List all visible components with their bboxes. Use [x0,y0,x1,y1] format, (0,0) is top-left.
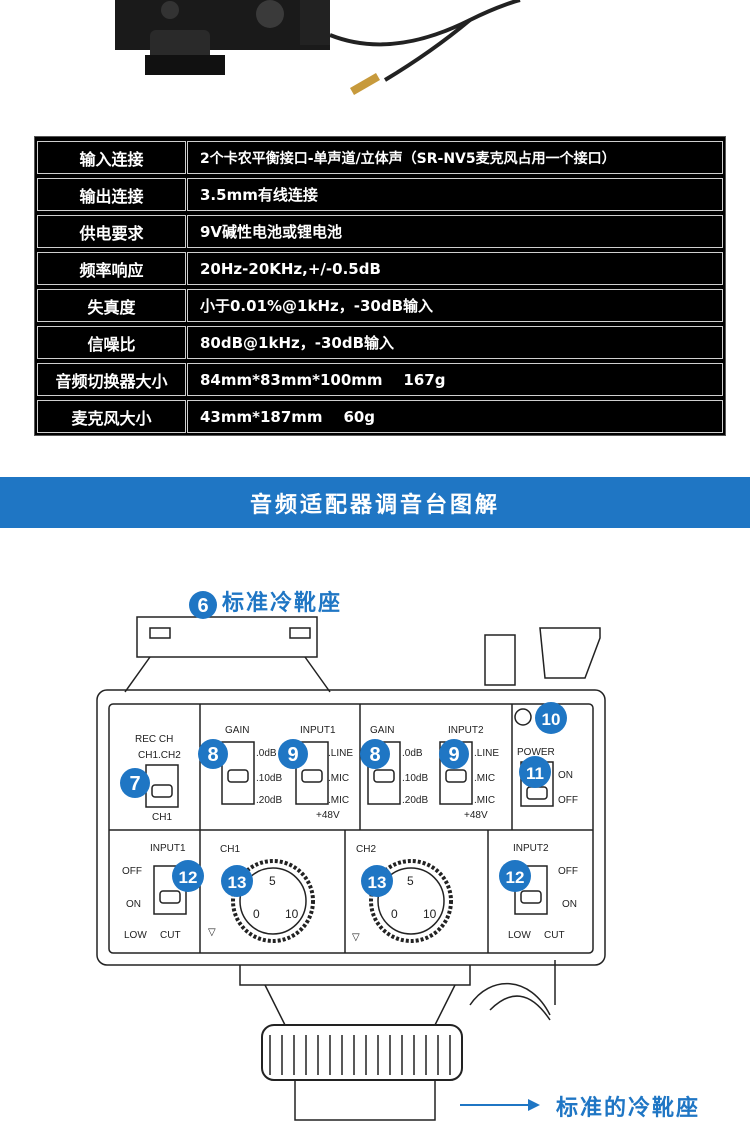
badge-7: 7 [129,773,140,795]
triangle-icon: ▽ [208,927,216,938]
spec-value: 84mm*83mm*100mm 167g [187,363,723,396]
gain-10db-2: .10dB [402,773,428,784]
ch1ch2-label: CH1.CH2 [138,750,181,761]
spec-value: 3.5mm有线连接 [187,178,723,211]
spec-row: 信噪比 80dB@1kHz，-30dB输入 [35,324,725,361]
section-banner: 音频适配器调音台图解 [0,477,750,528]
spec-row: 输入连接 2个卡农平衡接口-单声道/立体声（SR-NV5麦克风占用一个接口） [35,139,725,176]
triangle-icon: ▽ [352,932,360,943]
mic-label-2a: .MIC [474,773,495,784]
spec-label: 失真度 [37,289,186,322]
spec-row: 供电要求 9V碱性电池或锂电池 [35,213,725,250]
input2-label: INPUT2 [448,725,484,736]
line-label-2: .LINE [474,748,499,759]
badge-12a: 12 [179,868,198,887]
spec-value: 小于0.01%@1kHz，-30dB输入 [187,289,723,322]
low-label-1: LOW [124,930,147,941]
ch2-dial-label: CH2 [356,844,376,855]
ch1-dial-label: CH1 [220,844,240,855]
spec-value: 2个卡农平衡接口-单声道/立体声（SR-NV5麦克风占用一个接口） [187,141,723,174]
cut-label-1: CUT [160,930,181,941]
p48-label-2: +48V [464,810,488,821]
ch1-bottom-label: CH1 [152,812,172,823]
spec-label: 供电要求 [37,215,186,248]
input1-label: INPUT1 [300,725,336,736]
input2-lowcut-label: INPUT2 [513,843,549,854]
badge-9b: 9 [448,744,459,766]
gain-0db-2: .0dB [402,748,423,759]
badge-9a: 9 [287,744,298,766]
spec-value: 80dB@1kHz，-30dB输入 [187,326,723,359]
spec-label: 输出连接 [37,178,186,211]
spec-label: 输入连接 [37,141,186,174]
spec-label: 频率响应 [37,252,186,285]
mic-label-2b: .MIC [474,795,495,806]
power-on-label: ON [558,770,573,781]
dial1-10: 10 [285,907,299,921]
spec-row: 音频切换器大小 84mm*83mm*100mm 167g [35,361,725,398]
lowcut-off-1: OFF [122,866,142,877]
gain-label-2: GAIN [370,725,394,736]
lowcut-on-2: ON [562,899,577,910]
rec-ch-label: REC CH [135,734,173,745]
spec-row: 失真度 小于0.01%@1kHz，-30dB输入 [35,287,725,324]
badge-13a: 13 [228,873,247,892]
badge-8a: 8 [207,744,218,766]
badge-8b: 8 [369,744,380,766]
mixer-diagram: REC CH CH1.CH2 CH1 GAIN INPUT1 .0dB .10d… [96,591,606,1121]
mic-label-1b: .MIC [328,795,349,806]
line-label-1: .LINE [328,748,353,759]
input1-lowcut-label: INPUT1 [150,843,186,854]
spec-value: 43mm*187mm 60g [187,400,723,433]
callout-top-label: 标准冷靴座 [222,591,343,616]
gain-20db-1: .20dB [256,795,282,806]
spec-table: 输入连接 2个卡农平衡接口-单声道/立体声（SR-NV5麦克风占用一个接口） 输… [34,136,726,436]
spec-row: 输出连接 3.5mm有线连接 [35,176,725,213]
product-photo [115,0,521,95]
spec-value: 9V碱性电池或锂电池 [187,215,723,248]
dial2-0: 0 [391,907,398,921]
gain-10db-1: .10dB [256,773,282,784]
spec-label: 音频切换器大小 [37,363,186,396]
spec-label: 信噪比 [37,326,186,359]
power-off-label: OFF [558,795,578,806]
power-label: POWER [517,747,555,758]
dial1-5: 5 [269,874,276,888]
spec-label: 麦克风大小 [37,400,186,433]
badge-6: 6 [197,595,208,617]
low-label-2: LOW [508,930,531,941]
spec-row: 频率响应 20Hz-20KHz,+/-0.5dB [35,250,725,287]
badge-12b: 12 [506,868,525,887]
lowcut-off-2: OFF [558,866,578,877]
cut-label-2: CUT [544,930,565,941]
gain-20db-2: .20dB [402,795,428,806]
dial2-10: 10 [423,907,437,921]
dial2-5: 5 [407,874,414,888]
badge-13b: 13 [368,873,387,892]
spec-row: 麦克风大小 43mm*187mm 60g [35,398,725,435]
gain-0db-1: .0dB [256,748,277,759]
spec-value: 20Hz-20KHz,+/-0.5dB [187,252,723,285]
lowcut-on-1: ON [126,899,141,910]
callout-bottom-label: 标准的冷靴座 [556,1096,701,1121]
badge-10: 10 [542,710,561,729]
gain-label-1: GAIN [225,725,249,736]
badge-11: 11 [526,764,544,783]
mic-label-1a: .MIC [328,773,349,784]
p48-label-1: +48V [316,810,340,821]
dial1-0: 0 [253,907,260,921]
